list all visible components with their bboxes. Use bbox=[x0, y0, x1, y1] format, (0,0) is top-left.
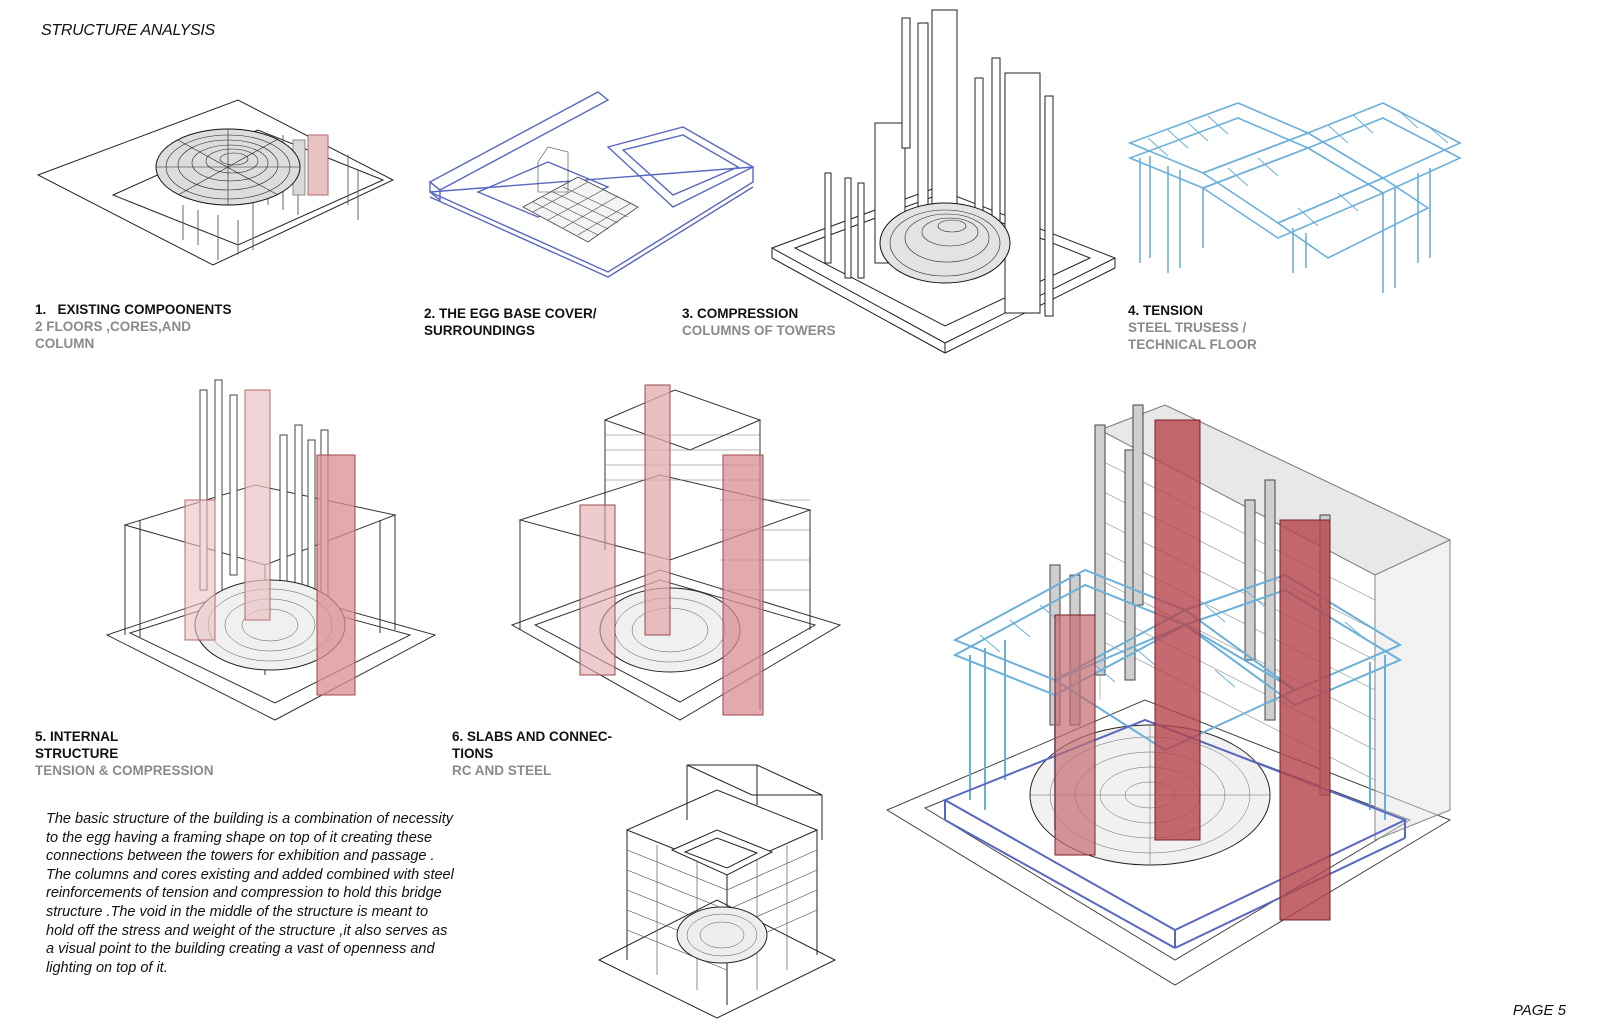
caption-4-subtitle-1: STEEL TRUSESS / bbox=[1128, 320, 1247, 335]
caption-3: 3. COMPRESSION COLUMNS OF TOWERS bbox=[682, 305, 836, 339]
diagram-slabs-connections bbox=[510, 384, 842, 721]
caption-4-subtitle-2: TECHNICAL FLOOR bbox=[1128, 337, 1257, 352]
caption-6: 6. SLABS AND CONNEC- TIONS RC AND STEEL bbox=[452, 728, 612, 779]
caption-2-title-1: 2. THE EGG BASE COVER/ bbox=[424, 306, 597, 321]
diagram-compression bbox=[770, 9, 1117, 354]
caption-6-title-2: TIONS bbox=[452, 746, 494, 761]
caption-6-subtitle: RC AND STEEL bbox=[452, 763, 552, 778]
caption-4: 4. TENSION STEEL TRUSESS / TECHNICAL FLO… bbox=[1128, 302, 1257, 353]
description-paragraph: The basic structure of the building is a… bbox=[46, 811, 454, 976]
caption-3-title: 3. COMPRESSION bbox=[682, 306, 799, 321]
diagram-tension-trusses bbox=[1127, 102, 1462, 293]
caption-1-title: EXISTING COMPOONENTS bbox=[57, 302, 232, 317]
caption-5-title-2: STRUCTURE bbox=[35, 746, 119, 761]
page-title: STRUCTURE ANALYSIS bbox=[41, 22, 215, 39]
caption-2-title-2: SURROUNDINGS bbox=[424, 323, 536, 338]
diagram-combined-structure bbox=[885, 404, 1452, 986]
diagram-internal-structure bbox=[105, 379, 437, 721]
caption-3-subtitle: COLUMNS OF TOWERS bbox=[682, 323, 836, 338]
page-number: PAGE 5 bbox=[1512, 1002, 1566, 1019]
caption-5: 5. INTERNAL STRUCTURE TENSION & COMPRESS… bbox=[35, 728, 214, 779]
caption-5-title-1: 5. INTERNAL bbox=[35, 729, 119, 744]
caption-1-subtitle-2: COLUMN bbox=[35, 336, 95, 351]
caption-1-subtitle-1: 2 FLOORS ,CORES,AND bbox=[35, 319, 192, 334]
caption-1: 1. EXISTING COMPOONENTS 2 FLOORS ,CORES,… bbox=[35, 301, 232, 352]
diagram-egg-base-cover bbox=[428, 91, 755, 278]
caption-6-title-1: 6. SLABS AND CONNEC- bbox=[452, 729, 613, 744]
caption-1-number: 1. bbox=[35, 302, 47, 317]
caption-4-title: 4. TENSION bbox=[1128, 303, 1204, 318]
caption-2: 2. THE EGG BASE COVER/ SURROUNDINGS bbox=[424, 305, 597, 339]
caption-5-subtitle: TENSION & COMPRESSION bbox=[35, 763, 214, 778]
diagram-existing-components bbox=[36, 99, 395, 266]
diagram-slab-massing bbox=[597, 764, 837, 1019]
